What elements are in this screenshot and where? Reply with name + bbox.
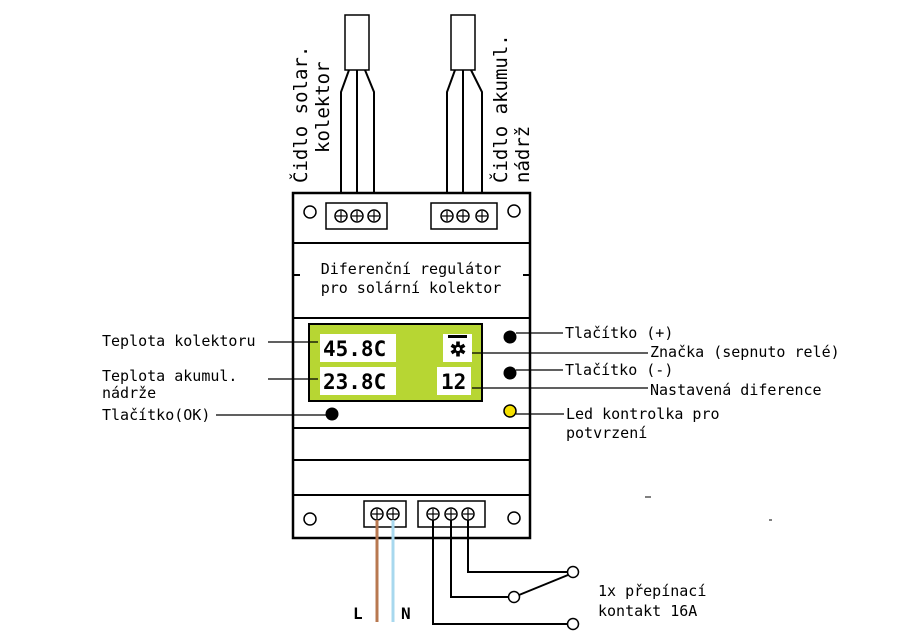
- tank-temp-label-line1: Teplota akumul.: [102, 367, 237, 385]
- ok-button[interactable]: [325, 407, 339, 421]
- plus-button[interactable]: [503, 330, 517, 344]
- neutral-label: N: [401, 604, 411, 623]
- mounting-hole: [507, 511, 521, 525]
- led-label-line1: Led kontrolka pro: [566, 405, 720, 423]
- collector-temp-label: Teplota kolektoru: [102, 332, 256, 350]
- tank-temp-readout: 23.8C: [323, 370, 386, 394]
- minus-button[interactable]: [503, 366, 517, 380]
- confirmation-led: [503, 404, 517, 418]
- relay-gear-icon: [443, 334, 472, 362]
- regulator-device: Diferenční regulátor pro solární kolekto…: [291, 191, 532, 540]
- contact-label-line1: 1x přepínací: [598, 582, 706, 600]
- difference-cell: [437, 367, 471, 395]
- collector-sensor: [340, 14, 375, 208]
- tank-temp-cell: [320, 367, 396, 395]
- ok-button-label: Tlačítko(OK): [102, 406, 210, 424]
- relay-mark-label: Značka (sepnuto relé): [650, 343, 840, 361]
- collector-sensor-terminal: [325, 202, 388, 230]
- collector-temp-readout: 45.8C: [323, 337, 386, 361]
- mounting-hole: [303, 205, 317, 219]
- tank-sensor-terminal: [430, 202, 498, 230]
- changeover-contact: [432, 520, 580, 631]
- collector-sensor-label: Čidlo solar. kolektor: [288, 46, 334, 183]
- device-title-line1: Diferenční regulátor: [321, 260, 502, 278]
- mounting-hole: [303, 512, 317, 526]
- power-terminal: [363, 500, 407, 528]
- plus-button-label: Tlačítko (+): [565, 324, 673, 342]
- mounting-hole: [507, 204, 521, 218]
- tank-sensor-label-line1: Čidlo akumul.: [488, 34, 512, 183]
- led-label-line2: potvrzení: [566, 424, 647, 442]
- difference-label: Nastavená diference: [650, 381, 822, 399]
- collector-sensor-label-line1: Čidlo solar.: [288, 46, 312, 183]
- difference-readout: 12: [441, 370, 466, 394]
- live-label: L: [353, 604, 363, 623]
- minus-button-label: Tlačítko (-): [565, 361, 673, 379]
- device-title-line2: pro solární kolektor: [321, 279, 502, 297]
- collector-sensor-label-line2: kolektor: [312, 61, 334, 153]
- tank-sensor: [446, 14, 483, 208]
- collector-temp-cell: [320, 334, 396, 362]
- tank-sensor-label-line2: nádrž: [512, 126, 534, 183]
- contact-label-line2: kontakt 16A: [598, 602, 697, 620]
- tank-sensor-label: Čidlo akumul. nádrž: [488, 34, 534, 183]
- tank-temp-label-line2: nádrže: [102, 384, 156, 402]
